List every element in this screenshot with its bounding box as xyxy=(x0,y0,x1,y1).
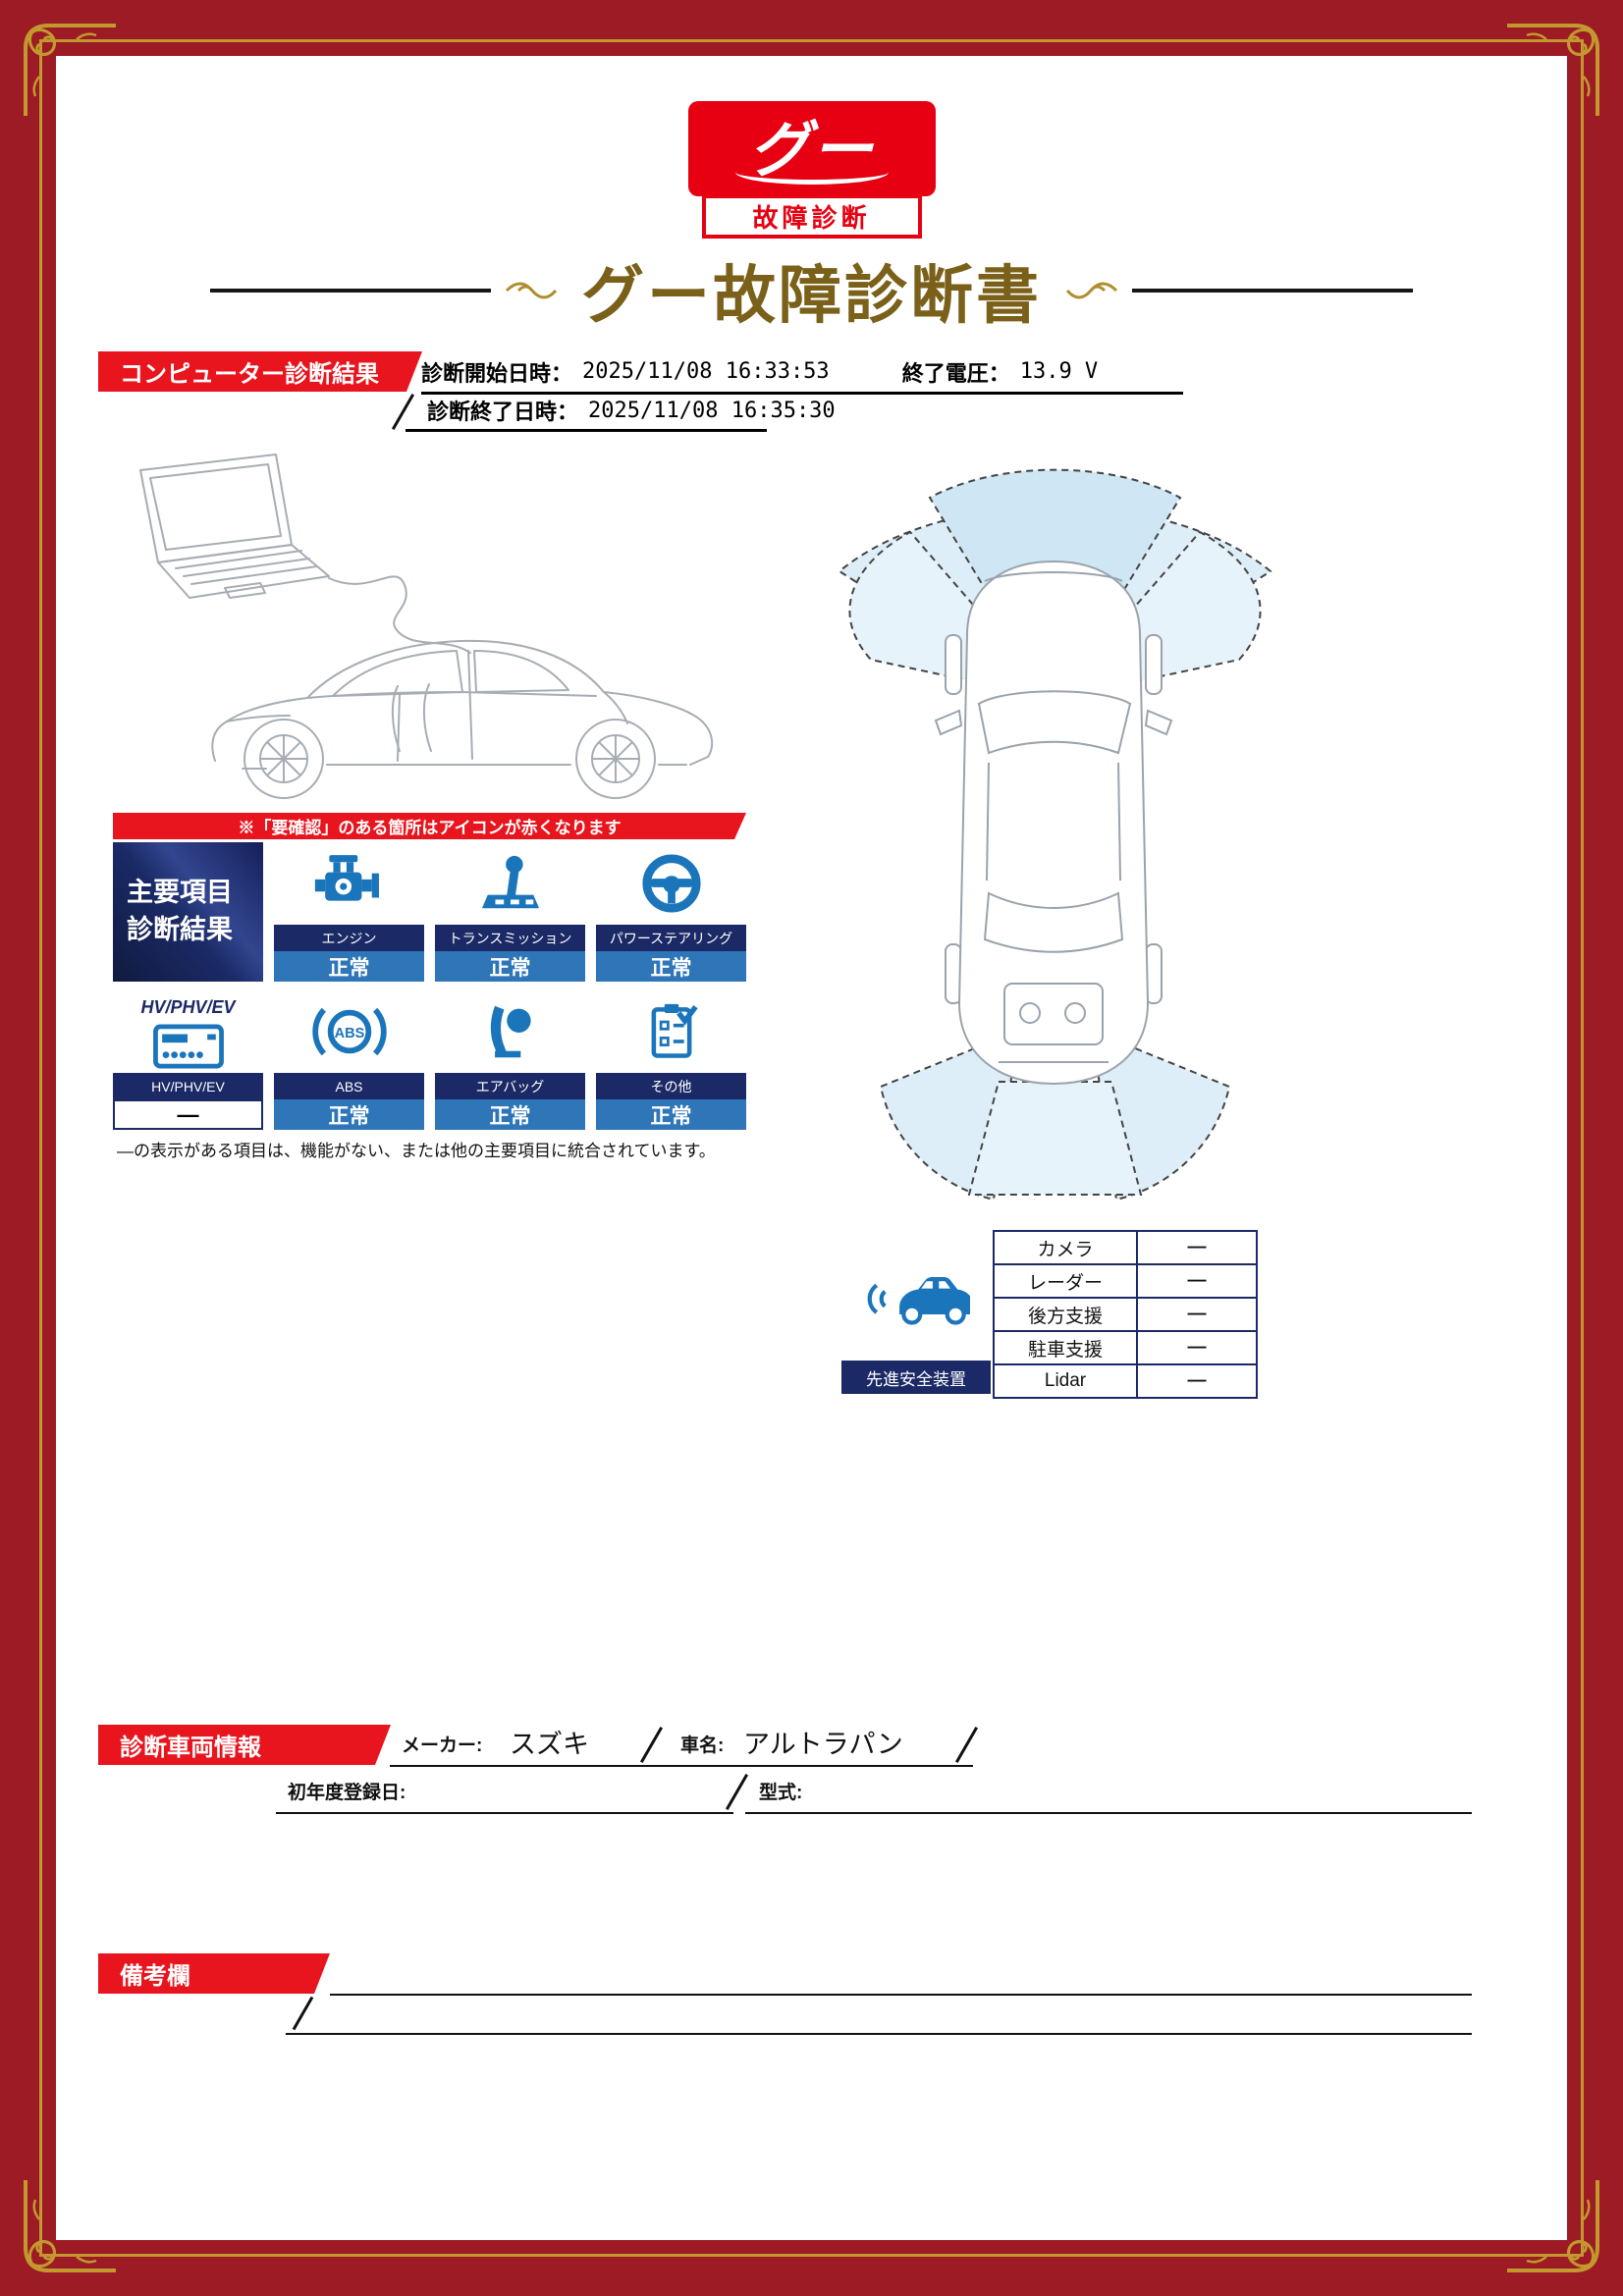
safety-label: 先進安全装置 xyxy=(841,1361,991,1394)
vehicle-info-row-2-left: 初年度登録日: xyxy=(276,1772,733,1814)
title-flourish-icon xyxy=(505,282,558,299)
alert-note-bar: ※「要確認」のある箇所はアイコンが赤くなります xyxy=(113,813,746,839)
title-rule-left xyxy=(210,289,491,293)
title-row: グー故障診断書 xyxy=(56,248,1567,333)
vehicle-info-row-1: メーカー: スズキ 車名: アルトラパン xyxy=(390,1725,973,1767)
safety-row-name: 後方支援 xyxy=(993,1297,1138,1332)
status-badge: 正常 xyxy=(435,1099,585,1130)
diagnosis-cell-other: その他 正常 xyxy=(596,990,746,1130)
checklist-icon xyxy=(596,990,746,1073)
safety-row-name: レーダー xyxy=(993,1263,1138,1299)
end-voltage-value: 13.9 V xyxy=(1019,359,1099,384)
diagnosis-cell-engine: エンジン 正常 xyxy=(274,842,424,982)
end-datetime-label: 診断終了日時： xyxy=(427,400,579,424)
goo-logo: グー 故障診断 xyxy=(687,101,936,239)
end-datetime-value: 2025/11/08 16:35:30 xyxy=(588,398,836,423)
engine-icon xyxy=(274,842,424,925)
abs-icon-text: ABS xyxy=(334,1026,364,1041)
car-sensor-icon xyxy=(841,1230,991,1361)
section-banner-remarks: 備考欄 xyxy=(98,1953,330,1994)
status-badge: 正常 xyxy=(596,951,746,982)
steering-wheel-icon xyxy=(596,842,746,925)
status-badge: 正常 xyxy=(435,951,585,982)
diagnosis-start-row: 診断開始日時： 2025/11/08 16:33:53 終了電圧： 13.9 V xyxy=(421,351,1183,395)
safety-row-value: — xyxy=(1136,1330,1258,1365)
logo-swoosh xyxy=(734,160,889,185)
safety-row-value: — xyxy=(1136,1230,1258,1265)
summary-line-2: 診断結果 xyxy=(127,915,233,944)
car-name-label: 車名: xyxy=(680,1735,725,1756)
start-datetime-label: 診断開始日時： xyxy=(421,360,573,386)
table-row: カメラ — xyxy=(993,1230,1258,1265)
first-registration-label: 初年度登録日: xyxy=(288,1783,406,1803)
cell-name: パワーステアリング xyxy=(596,925,746,951)
end-voltage-label: 終了電圧： xyxy=(901,360,1010,386)
status-badge: 正常 xyxy=(274,951,424,982)
maker-value: スズキ xyxy=(510,1730,589,1759)
diagnosis-cell-hv: HV/PHV/EV HV/PHV/EV — xyxy=(113,990,263,1130)
vehicle-info-row-2-right: 型式: xyxy=(745,1772,1472,1814)
title-flourish-icon xyxy=(1065,282,1118,299)
section-banner-computer-diagnosis: コンピューター診断結果 xyxy=(98,351,422,392)
remarks-line-2 xyxy=(286,1994,1472,2035)
status-badge: 正常 xyxy=(274,1099,424,1130)
model-code-label: 型式: xyxy=(759,1783,803,1803)
maker-label: メーカー: xyxy=(402,1735,483,1756)
cell-name: ABS xyxy=(274,1073,424,1099)
safety-table: カメラ — レーダー — 後方支援 — 駐車支援 — Lidar — xyxy=(993,1230,1258,1399)
title-rule-right xyxy=(1132,289,1413,293)
abs-icon: ABS xyxy=(274,990,424,1073)
car-name-value: アルトラパン xyxy=(743,1730,903,1759)
section-title-remarks: 備考欄 xyxy=(120,1963,190,1990)
safety-row-value: — xyxy=(1136,1263,1258,1299)
diagnosis-end-row: 診断終了日時： 2025/11/08 16:35:30 xyxy=(406,392,836,432)
diagnosis-cell-power-steering: パワーステアリング 正常 xyxy=(596,842,746,982)
diagnosis-cell-abs: ABS ABS 正常 xyxy=(274,990,424,1130)
logo-subtitle-box: 故障診断 xyxy=(701,194,922,239)
safety-row-name: カメラ xyxy=(993,1230,1138,1265)
advanced-safety-panel: 先進安全装置 カメラ — レーダー — 後方支援 — 駐車支援 — xyxy=(841,1230,1258,1399)
table-row: レーダー — xyxy=(993,1263,1258,1299)
summary-title-box: 主要項目 診断結果 xyxy=(113,842,263,982)
hv-header-text: HV/PHV/EV xyxy=(140,996,236,1017)
diagnosis-grid-row-1: 主要項目 診断結果 エンジン 正常 xyxy=(113,842,746,982)
ev-unit-icon xyxy=(113,1020,263,1073)
safety-row-name: Lidar xyxy=(993,1363,1138,1399)
grid-footnote: —の表示がある項目は、機能がない、または他の主要項目に統合されています。 xyxy=(117,1142,716,1160)
cell-name: HV/PHV/EV xyxy=(113,1073,263,1099)
diagnosis-grid-row-2: HV/PHV/EV HV/PHV/EV — xyxy=(113,990,746,1130)
section-title-vehicle: 診断車両情報 xyxy=(120,1735,261,1761)
laptop-car-illustration xyxy=(139,454,714,799)
diagnosis-cell-airbag: エアバッグ 正常 xyxy=(435,990,585,1130)
goo-logo-box: グー xyxy=(687,101,936,196)
summary-line-1: 主要項目 xyxy=(127,878,233,908)
paper: グー 故障診断 グー故障診断書 コンピューター診断結果 診断開始日時： xyxy=(56,56,1567,2240)
page-title: グー故障診断書 xyxy=(581,260,1042,331)
table-row: 駐車支援 — xyxy=(993,1330,1258,1365)
start-datetime-value: 2025/11/08 16:33:53 xyxy=(582,359,830,384)
safety-row-value: — xyxy=(1136,1363,1258,1399)
safety-icon-box: 先進安全装置 xyxy=(841,1230,991,1394)
section-banner-vehicle-info: 診断車両情報 xyxy=(98,1725,391,1765)
cell-name: その他 xyxy=(596,1073,746,1099)
table-row: 後方支援 — xyxy=(993,1297,1258,1332)
table-row: Lidar — xyxy=(993,1363,1258,1399)
diagnosis-cell-transmission: トランスミッション 正常 xyxy=(435,842,585,982)
logo-subtitle-text: 故障診断 xyxy=(752,203,871,233)
safety-row-value: — xyxy=(1136,1297,1258,1332)
cell-name: エアバッグ xyxy=(435,1073,585,1099)
status-badge: 正常 xyxy=(596,1099,746,1130)
cell-name: エンジン xyxy=(274,925,424,951)
alert-note-text: ※「要確認」のある箇所はアイコンが赤くなります xyxy=(238,819,622,837)
status-badge: — xyxy=(113,1099,263,1130)
airbag-icon xyxy=(435,990,585,1073)
section-title-computer: コンピューター診断結果 xyxy=(120,361,379,388)
remarks-line-1 xyxy=(330,1953,1472,1996)
car-top-view-illustration xyxy=(838,468,1272,1201)
transmission-icon xyxy=(435,842,585,925)
cell-name: トランスミッション xyxy=(435,925,585,951)
safety-row-name: 駐車支援 xyxy=(993,1330,1138,1365)
